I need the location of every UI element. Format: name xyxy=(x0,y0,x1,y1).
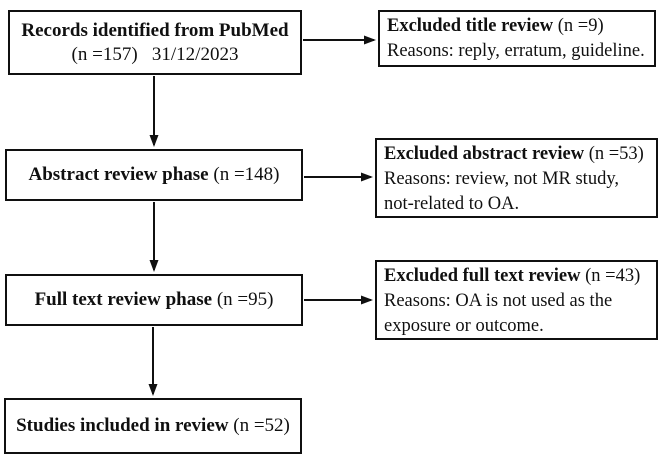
abstract-review-box: Abstract review phase (n =148) xyxy=(5,149,303,201)
excluded-title-review-label: Excluded title review xyxy=(387,16,554,36)
excluded-abstract-review-count: (n =53) xyxy=(584,144,644,164)
records-identified-subtitle: (n =157) 31/12/2023 xyxy=(71,43,239,65)
excluded-full-text-review-heading: Excluded full text review (n =43) xyxy=(384,264,654,289)
excluded-title-review-count: (n =9) xyxy=(553,16,604,36)
studies-included-box: Studies included in review (n =52) xyxy=(4,398,302,454)
excluded-abstract-review-label: Excluded abstract review xyxy=(384,144,585,164)
excluded-title-review-reasons: Reasons: reply, erratum, guideline. xyxy=(387,41,645,61)
abstract-review-heading: Abstract review phase (n =148) xyxy=(29,163,280,187)
records-identified-title: Records identified from PubMed xyxy=(21,19,289,41)
excluded-abstract-review-box: Excluded abstract review (n =53) Reasons… xyxy=(375,138,658,218)
abstract-review-label: Abstract review phase xyxy=(28,164,209,185)
excluded-abstract-review-reasons-line2: not-related to OA. xyxy=(384,194,520,214)
excluded-full-text-review-label: Excluded full text review xyxy=(384,266,581,286)
excluded-full-text-review-reasons-line2: exposure or outcome. xyxy=(384,316,544,336)
studies-included-label: Studies included in review xyxy=(16,415,229,436)
records-identified-box: Records identified from PubMed (n =157) … xyxy=(8,10,302,75)
excluded-full-text-review-reasons-line1: Reasons: OA is not used as the xyxy=(384,291,613,311)
excluded-title-review-box: Excluded title review (n =9) Reasons: re… xyxy=(378,10,656,67)
full-text-review-label: Full text review phase xyxy=(34,289,213,310)
full-text-review-count: (n =95) xyxy=(212,289,274,310)
excluded-abstract-review-heading: Excluded abstract review (n =53) xyxy=(384,142,654,167)
full-text-review-heading: Full text review phase (n =95) xyxy=(35,288,274,312)
excluded-abstract-review-reasons-line1: Reasons: review, not MR study, xyxy=(384,169,619,189)
full-text-review-box: Full text review phase (n =95) xyxy=(5,274,303,326)
excluded-full-text-review-box: Excluded full text review (n =43) Reason… xyxy=(375,260,658,340)
studies-included-count: (n =52) xyxy=(228,415,290,436)
excluded-full-text-review-count: (n =43) xyxy=(580,266,641,286)
abstract-review-count: (n =148) xyxy=(208,164,280,185)
excluded-title-review-heading: Excluded title review (n =9) xyxy=(387,14,652,39)
studies-included-heading: Studies included in review (n =52) xyxy=(16,414,290,438)
